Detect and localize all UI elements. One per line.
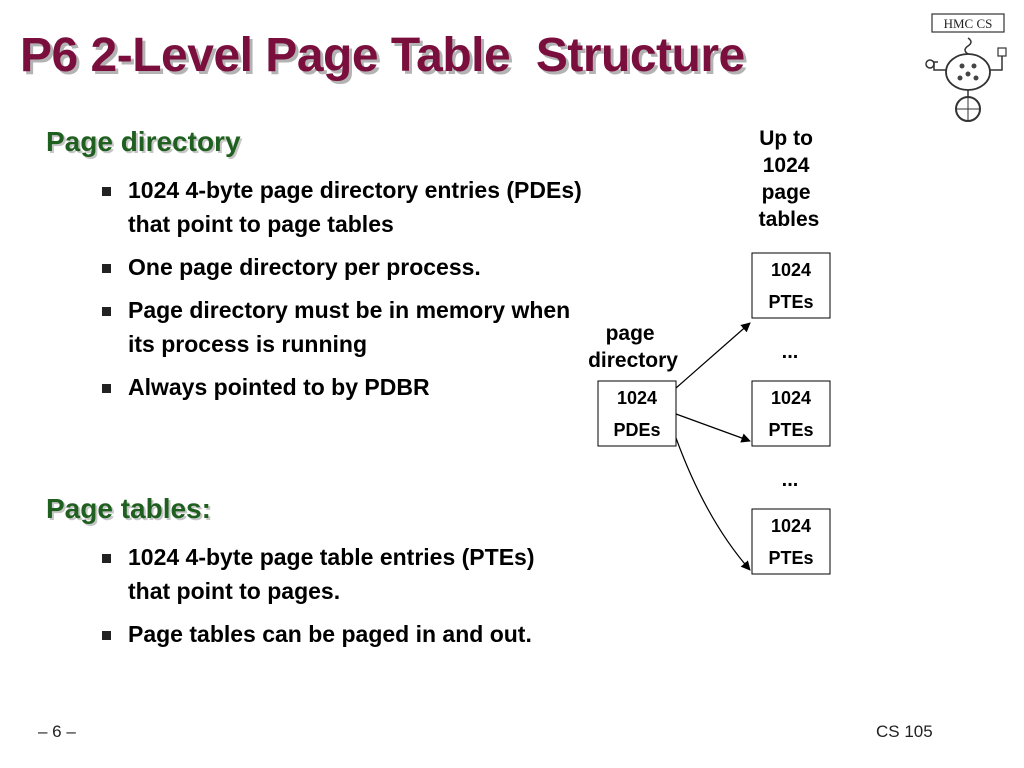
page-tables-bullet-list: 1024 4-byte page table entries (PTEs) th… [102, 540, 582, 660]
bullet-text: Page directory must be in memory when it… [128, 297, 571, 357]
pte-count: 1024 [771, 516, 811, 536]
pte-box: 1024 PTEs [751, 252, 831, 319]
pde-arrow-top [675, 322, 751, 389]
bullet-square-icon [102, 307, 111, 316]
pte-unit: PTEs [768, 420, 813, 440]
bullet-text: Page tables can be paged in and out. [128, 621, 532, 647]
pde-arrow-middle [675, 413, 751, 443]
bullet-square-icon [102, 264, 111, 273]
list-item: Always pointed to by PDBR [102, 370, 582, 404]
bullet-text: 1024 4-byte page directory entries (PDEs… [128, 177, 582, 237]
ellipsis: ... [782, 341, 799, 363]
page-directory-bullet-list: 1024 4-byte page directory entries (PDEs… [102, 173, 582, 413]
pde-box: 1024 PDEs [597, 380, 677, 447]
section-heading-page-tables: Page tables: [46, 493, 211, 524]
course-label: CS 105 [876, 722, 933, 741]
pde-arrow-bottom [675, 437, 751, 571]
bullet-square-icon [102, 384, 111, 393]
pde-count: 1024 [617, 388, 657, 408]
page-number: – 6 – [38, 722, 76, 741]
bullet-text: Always pointed to by PDBR [128, 374, 430, 400]
svg-text:HMC CS: HMC CS [944, 16, 993, 31]
pte-unit: PTEs [768, 292, 813, 312]
list-item: One page directory per process. [102, 250, 582, 284]
bullet-square-icon [102, 187, 111, 196]
ellipsis: ... [782, 469, 799, 491]
bullet-square-icon [102, 554, 111, 563]
list-item: 1024 4-byte page table entries (PTEs) th… [102, 540, 582, 608]
bullet-text: One page directory per process. [128, 254, 481, 280]
page-tables-label: Up to 1024 page tables [759, 127, 820, 231]
hmc-cs-logo-icon: HMC CS [925, 13, 1007, 122]
pte-count: 1024 [771, 260, 811, 280]
page-directory-label: page directory [588, 322, 678, 372]
pte-unit: PTEs [768, 548, 813, 568]
list-item: 1024 4-byte page directory entries (PDEs… [102, 173, 582, 241]
pde-unit: PDEs [613, 420, 660, 440]
section-heading-page-directory: Page directory [46, 126, 241, 157]
slide-title: P6 2-Level Page Table Structure [20, 29, 745, 82]
pte-box: 1024 PTEs [751, 380, 831, 447]
bullet-square-icon [102, 631, 111, 640]
list-item: Page directory must be in memory when it… [102, 293, 582, 361]
pte-box: 1024 PTEs [751, 508, 831, 575]
pte-count: 1024 [771, 388, 811, 408]
bullet-text: 1024 4-byte page table entries (PTEs) th… [128, 544, 535, 604]
list-item: Page tables can be paged in and out. [102, 617, 582, 651]
